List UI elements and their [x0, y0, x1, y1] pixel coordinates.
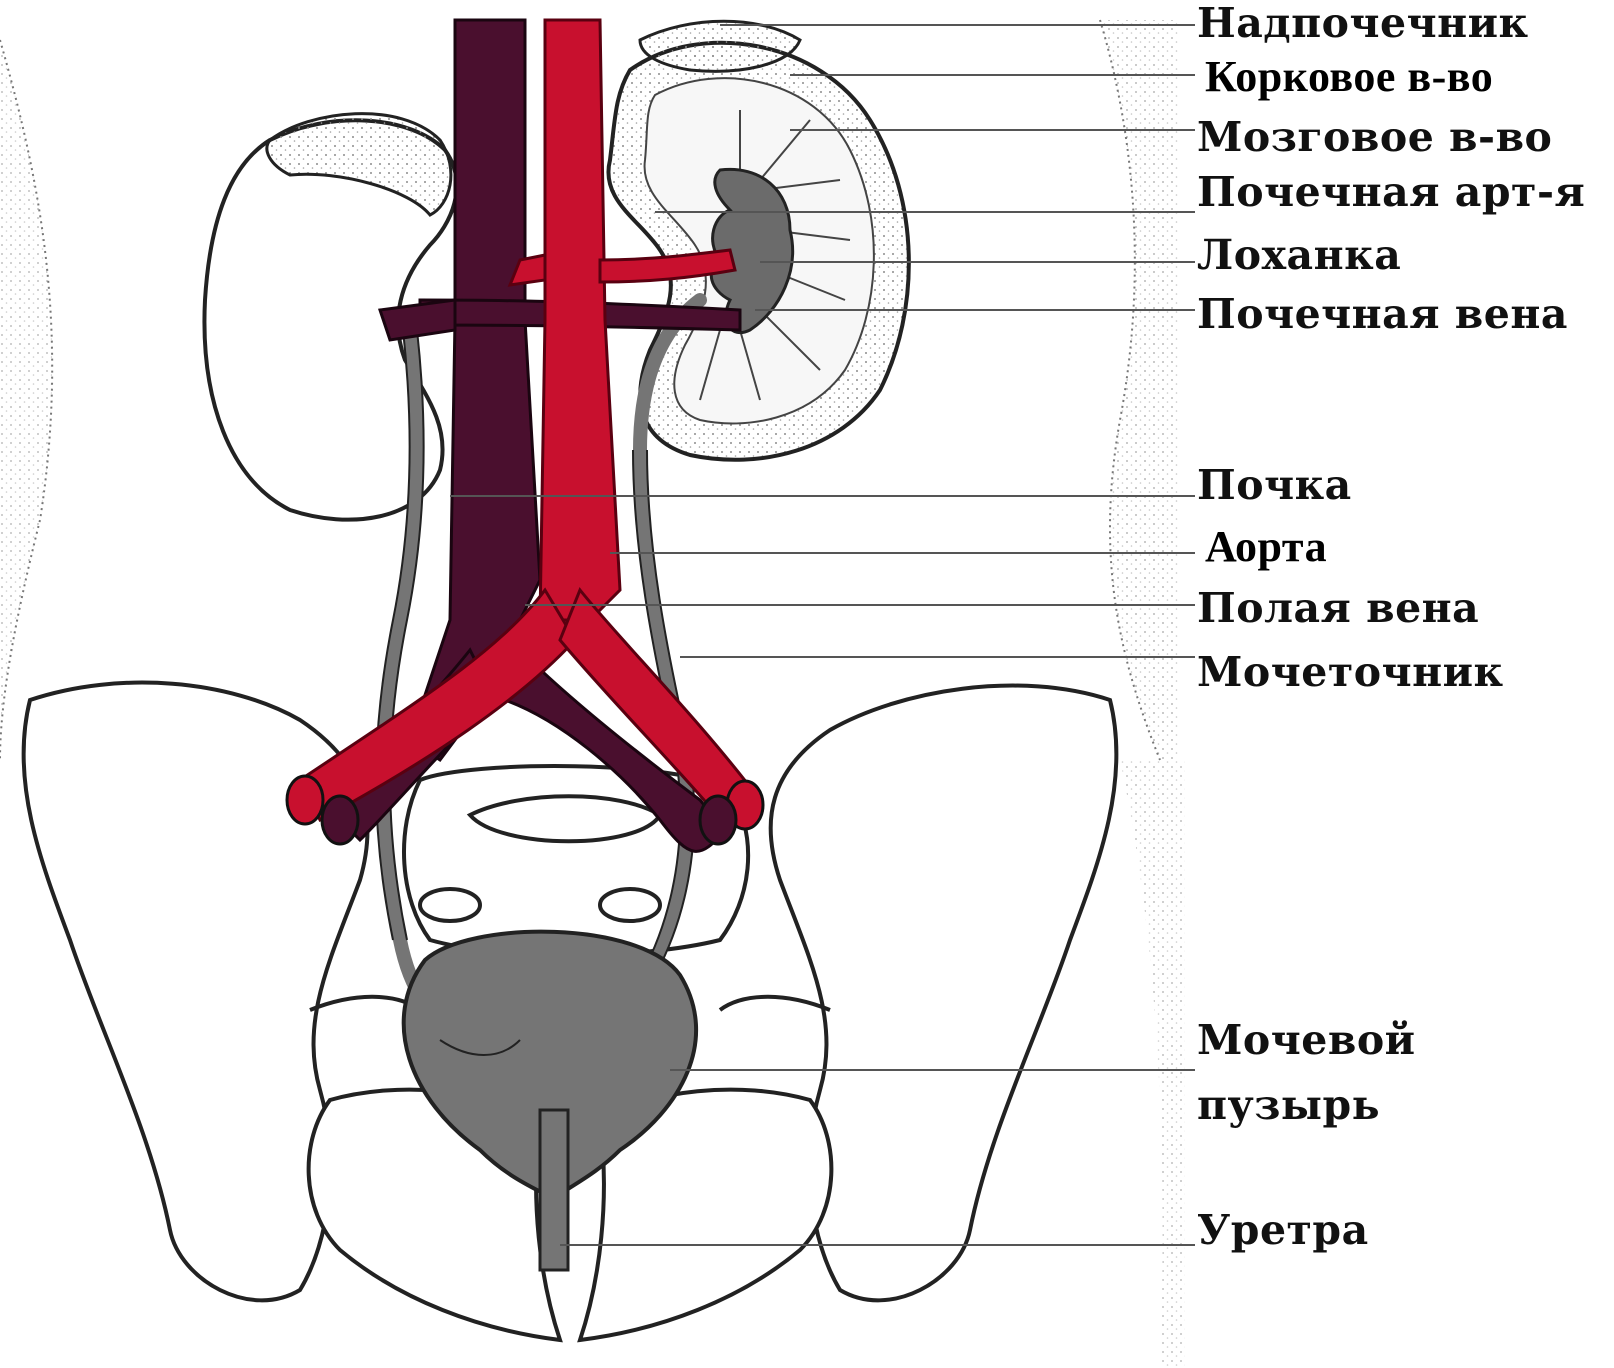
- label-ureter: Мочеточник: [1197, 652, 1504, 693]
- label-cortex: Корковое в-во: [1205, 55, 1493, 99]
- kidney-right-section: [608, 21, 908, 460]
- label-vena-cava: Полая вена: [1197, 588, 1479, 629]
- label-adrenal: Надпочечник: [1197, 3, 1529, 44]
- label-bladder-line2: пузырь: [1197, 1085, 1380, 1126]
- label-urethra: Уретра: [1197, 1210, 1369, 1251]
- label-kidney: Почка: [1197, 465, 1352, 506]
- label-renal-artery: Почечная арт-я: [1197, 172, 1585, 213]
- label-bladder-line1: Мочевой: [1197, 1020, 1416, 1061]
- label-pelvis: Лоханка: [1197, 235, 1401, 276]
- label-medulla: Мозговое в-во: [1197, 117, 1552, 158]
- label-aorta: Аорта: [1205, 525, 1327, 569]
- label-renal-vein: Почечная вена: [1197, 294, 1568, 335]
